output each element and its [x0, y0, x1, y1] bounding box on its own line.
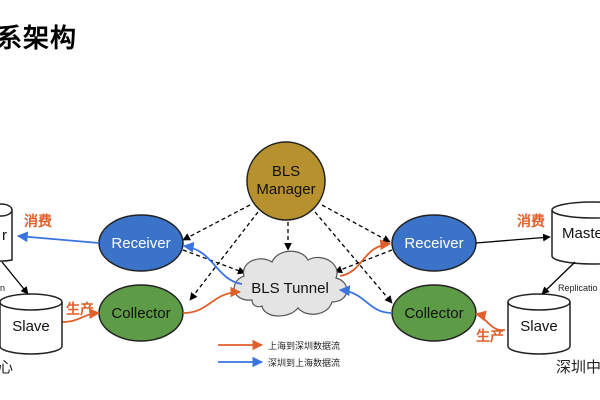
right-consume-label: 消费 — [517, 213, 545, 230]
left-receiver-node: Receiver — [98, 214, 184, 272]
right-replication-label: Replicatio — [558, 283, 598, 293]
left-master-database: r — [0, 203, 13, 262]
bls-manager-node: BLS Manager — [246, 141, 326, 221]
left-slave-database: Slave — [0, 293, 63, 355]
svg-text:Maste: Maste — [562, 225, 600, 242]
left-replication-label: n — [0, 283, 5, 293]
svg-text:Manager: Manager — [256, 181, 315, 198]
right-receiver-node: Receiver — [391, 214, 477, 272]
bls-tunnel-cloud: BLS Tunnel — [233, 250, 348, 317]
left-produce-label: 生产 — [66, 301, 94, 318]
right-slave-database: Slave — [507, 293, 571, 355]
left-datacenter-label: 心 — [0, 358, 13, 376]
right-replication-arrow — [541, 261, 576, 295]
flow-arrows — [16, 231, 551, 331]
svg-text:Receiver: Receiver — [111, 235, 170, 252]
svg-text:r: r — [2, 227, 7, 244]
page-title: 系架构 — [0, 24, 78, 54]
right-collector-node: Collector — [391, 284, 477, 342]
svg-text:BLS: BLS — [272, 163, 300, 180]
legend-sz-to-sh: 深圳到上海数据流 — [268, 357, 340, 369]
legend-sh-to-sz: 上海到深圳数据流 — [268, 340, 340, 352]
left-collector-node: Collector — [98, 284, 184, 342]
right-master-database: Maste — [551, 201, 600, 265]
right-datacenter-label: 深圳中 — [556, 358, 600, 376]
svg-text:Slave: Slave — [520, 318, 558, 335]
right-produce-label: 生产 — [476, 328, 504, 345]
left-replication-arrow — [1, 261, 29, 295]
svg-text:Collector: Collector — [404, 305, 463, 322]
legend: 上海到深圳数据流 深圳到上海数据流 — [218, 339, 340, 369]
svg-text:BLS Tunnel: BLS Tunnel — [251, 280, 329, 297]
svg-text:Slave: Slave — [12, 318, 50, 335]
manager-links — [182, 204, 393, 304]
svg-text:Receiver: Receiver — [404, 235, 463, 252]
left-consume-label: 消费 — [24, 213, 52, 230]
svg-text:Collector: Collector — [111, 305, 170, 322]
